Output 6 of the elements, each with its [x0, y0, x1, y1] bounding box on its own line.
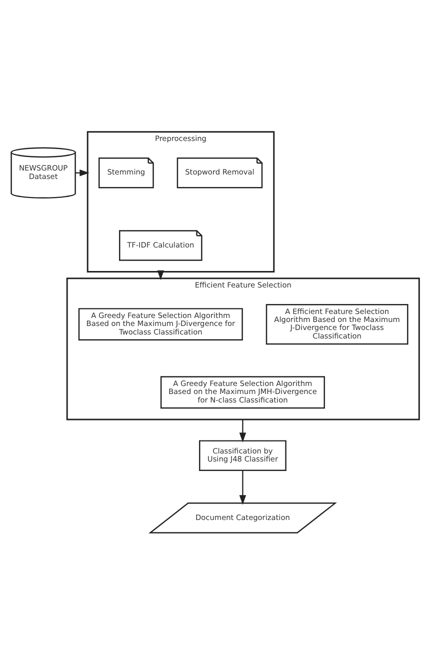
arrow [239, 418, 246, 442]
arrow [239, 470, 246, 504]
node-box: A Greedy Feature Selection Algorithm Based on the Maximum JMH-Divergence for N-class Classification [160, 376, 325, 408]
node-box: Classification by Using J48 Classifier [199, 440, 286, 470]
node-box: A Efficient Feature Selection Algorithm Based on the Maximum J-Divergence for Twoclass Classification [266, 303, 408, 344]
node-box: A Greedy Feature Selection Algorithm Based on the Maximum J-Divergence for Twoclass Classification [78, 308, 243, 340]
